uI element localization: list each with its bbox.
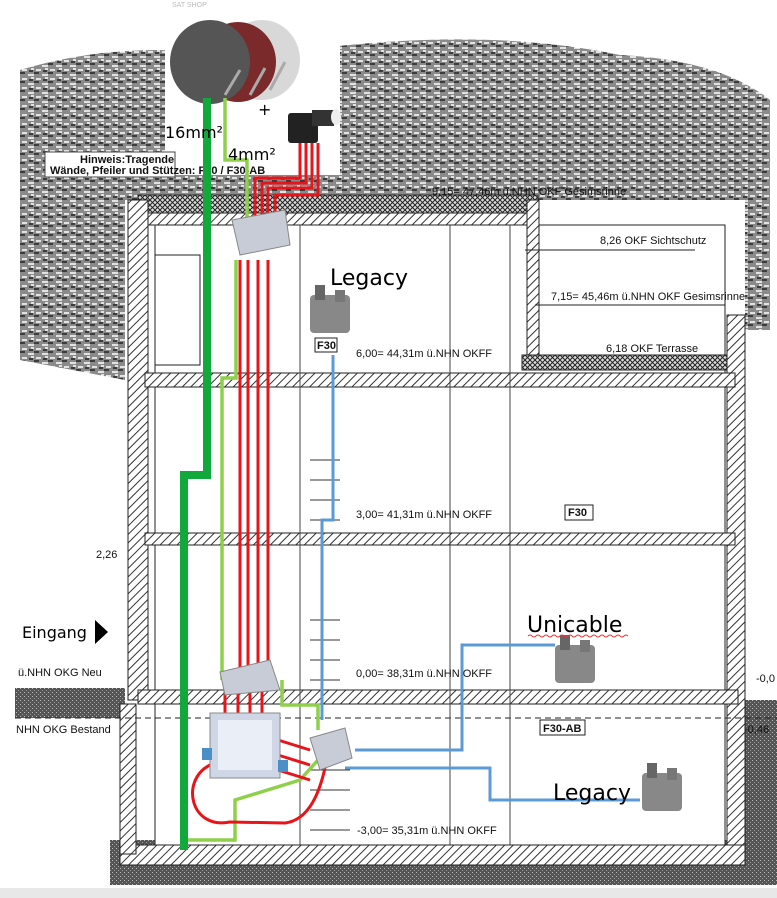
- bond-cable-4mm: [188, 98, 320, 842]
- level-okg-neu: ü.NHN OKG Neu: [18, 667, 102, 679]
- earth-cable-label: 16mm²: [165, 123, 223, 142]
- level-sichtschutz: 8,26 OKF Sichtschutz: [600, 235, 706, 247]
- legacy-bottom-label: Legacy: [553, 781, 631, 806]
- multiswitch-top: [231, 209, 291, 256]
- fire-tag: [539, 719, 586, 736]
- notice-line1: Hinweis:Tragende: [80, 154, 174, 166]
- coax-unicable: [355, 643, 555, 752]
- entrance-arrow-icon: [95, 620, 108, 644]
- level-og2: 6,00= 44,31m ü.NHN OKFF: [356, 348, 492, 360]
- level-gesims-lower: 7,15= 45,46m ü.NHN OKF Gesimsrinne: [551, 291, 745, 303]
- fire-tag: [314, 337, 338, 353]
- fire-f30-top: F30: [317, 340, 336, 352]
- bottom-bar: [0, 888, 777, 898]
- level-ug: -3,00= 35,31m ü.NHN OKFF: [357, 825, 497, 837]
- quad-lnb-icon: [288, 109, 341, 143]
- level-right-046: -0,46: [744, 724, 769, 736]
- ground-right: [740, 700, 777, 885]
- wall-socket-icon: [642, 763, 682, 811]
- entrance-label: Eingang: [22, 623, 87, 642]
- building-section: [15, 194, 777, 866]
- bond-cable-label: 4mm²: [228, 145, 276, 164]
- level-og1: 3,00= 41,31m ü.NHN OKFF: [356, 509, 492, 521]
- wall-socket-icon: [310, 285, 350, 333]
- earth-cable-16mm: [180, 98, 211, 850]
- level-226: 2,26: [96, 549, 117, 561]
- level-okg-bestand: NHN OKG Bestand: [16, 724, 111, 736]
- satellite-dish-icon: SAT SHOP: [170, 2, 300, 104]
- coax-legacy-bottom: [345, 766, 640, 802]
- multiswitch-main: [202, 712, 288, 779]
- wall-socket-icon: [555, 635, 595, 683]
- ground: [15, 688, 125, 718]
- level-gesims-top: 9,15= 47,46m ü.NHN OKF Gesimsrinne: [432, 186, 626, 198]
- fire-f30-mid: F30: [568, 507, 587, 519]
- fire-tag: [564, 504, 594, 521]
- unicable-label: Unicable: [527, 613, 622, 638]
- spellcheck-underline: [527, 634, 629, 638]
- notice-box: [44, 151, 176, 178]
- notice-line2: Wände, Pfeiler und Stützen: F30 / F30-AB: [50, 165, 265, 177]
- plus-sign: +: [258, 100, 271, 119]
- level-terrasse: 6,18 OKF Terrasse: [606, 343, 698, 355]
- fire-f30-ab: F30-AB: [543, 723, 582, 735]
- level-eg: 0,00= 38,31m ü.NHN OKFF: [356, 668, 492, 680]
- unicable-switch: [309, 727, 353, 771]
- level-right-00: -0,0: [756, 673, 775, 685]
- legacy-top-label: Legacy: [330, 266, 408, 291]
- coax-legacy-top: [320, 355, 335, 720]
- watermark: SAT SHOP: [172, 2, 207, 9]
- multiswitch-middle: [219, 659, 281, 696]
